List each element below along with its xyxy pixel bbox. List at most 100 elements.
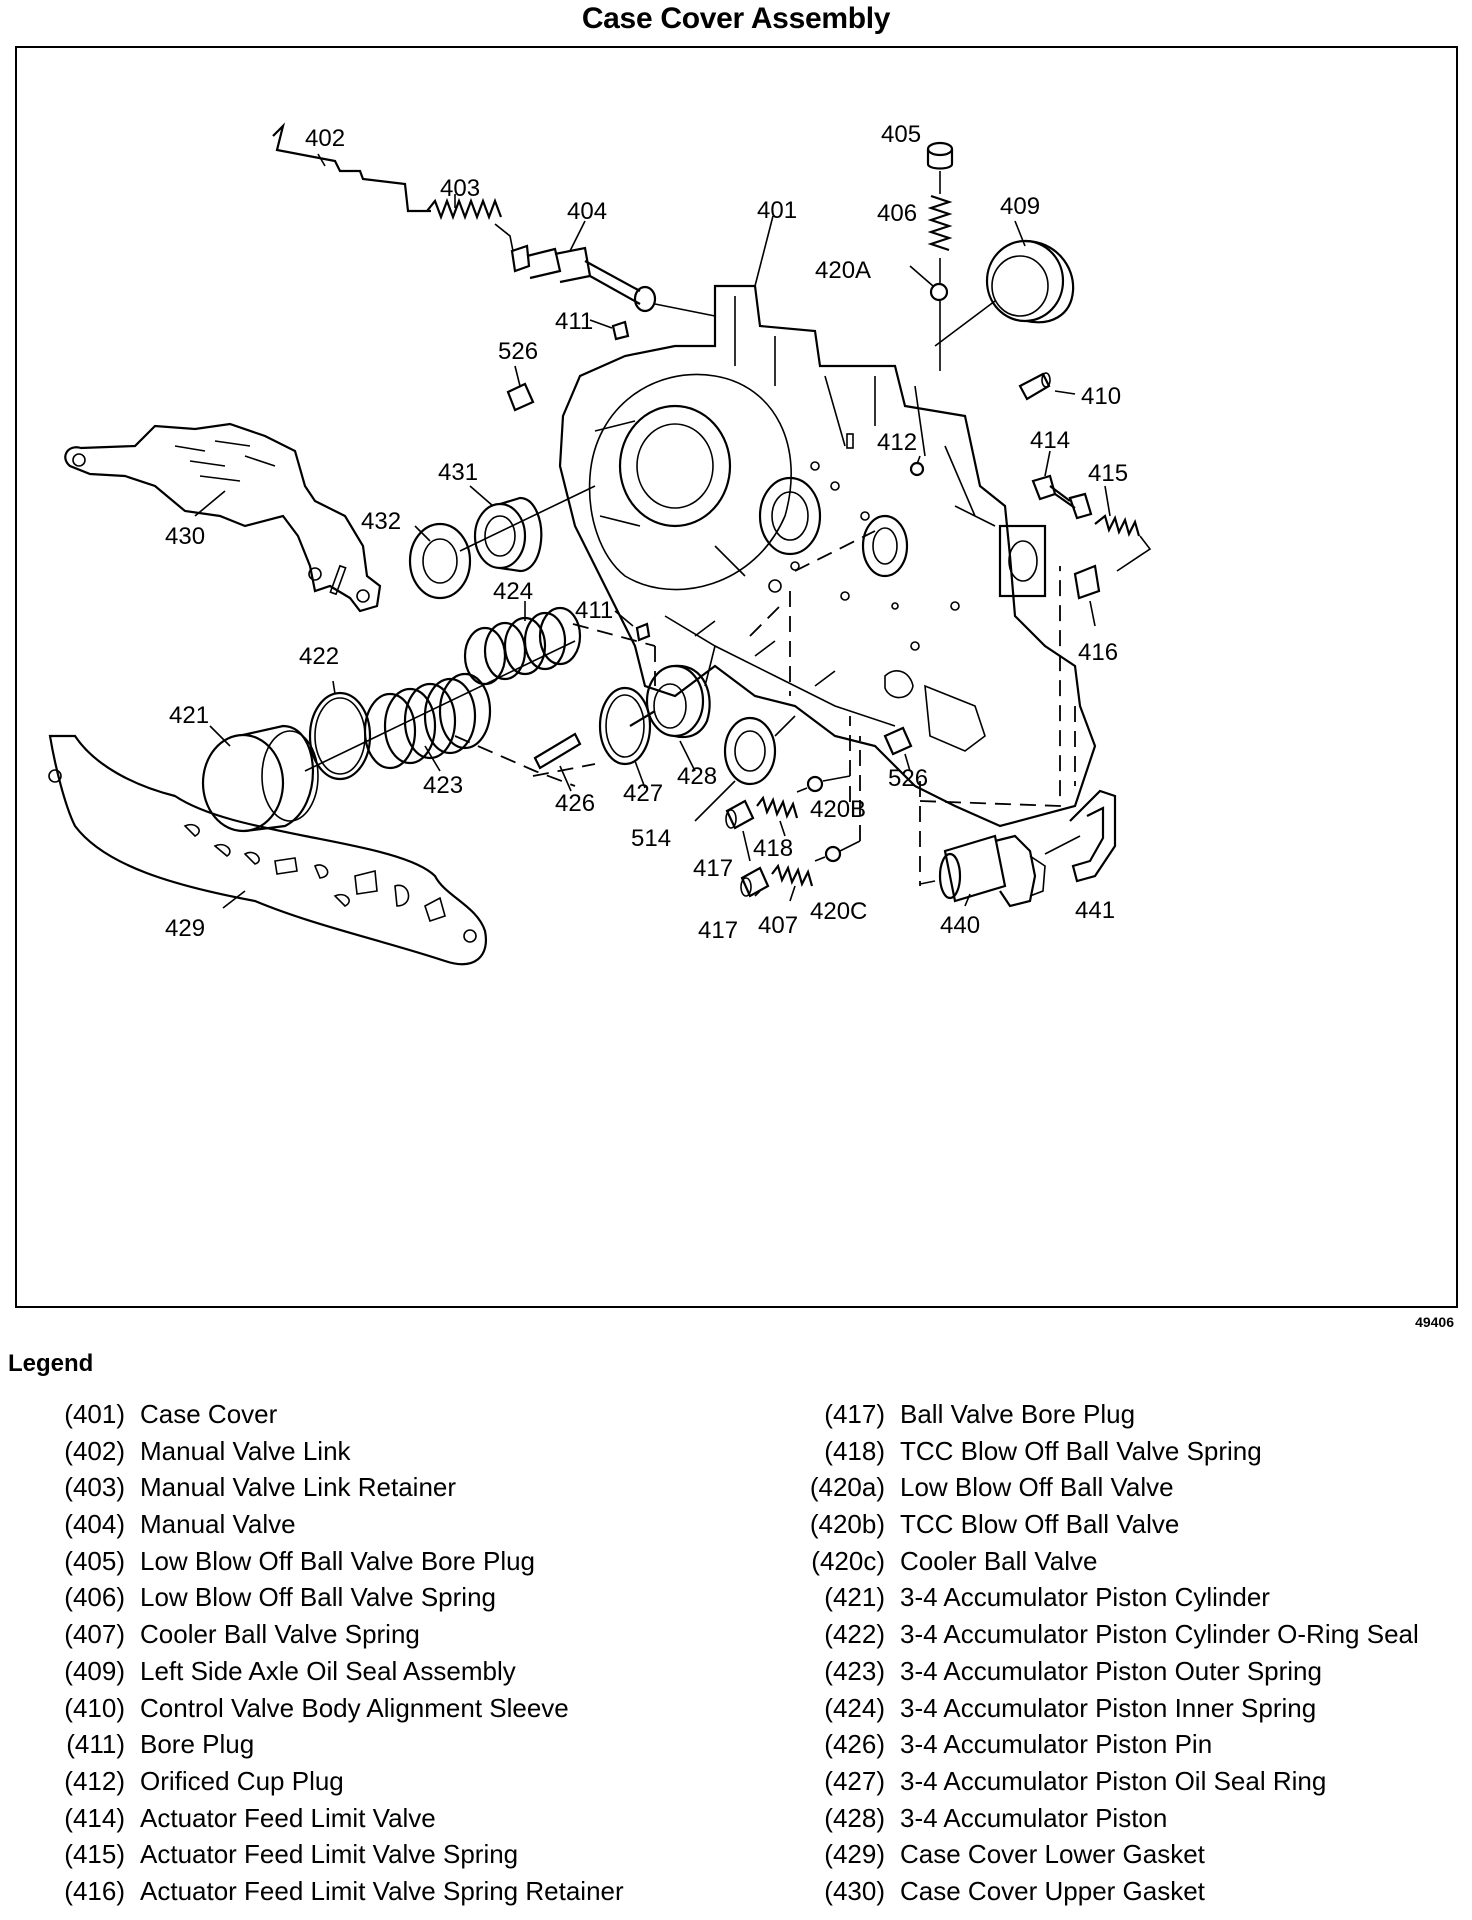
callout-417-upper: 417 [693, 855, 733, 882]
legend-num: (429) [824, 1839, 885, 1870]
legend-num: (406) [64, 1582, 125, 1613]
legend-label: TCC Blow Off Ball Valve [900, 1509, 1180, 1540]
legend-num: (420c) [811, 1545, 885, 1576]
case-cover-upper-gasket-430 [64, 422, 382, 613]
legend-item: (406)Low Blow Off Ball Valve Spring [30, 1579, 624, 1616]
manual-valve-404 [510, 244, 657, 313]
legend-item: (411)Bore Plug [30, 1726, 624, 1763]
legend-label: Orificed Cup Plug [140, 1765, 344, 1796]
legend-label: Cooler Ball Valve [900, 1545, 1098, 1576]
legend-label: Case Cover Lower Gasket [900, 1839, 1205, 1870]
solenoid-440 [938, 834, 1046, 908]
legend-item: (426)3-4 Accumulator Piston Pin [775, 1726, 1419, 1763]
pin-526a [506, 382, 535, 412]
legend-num: (404) [64, 1509, 125, 1540]
legend-num: (401) [64, 1399, 125, 1429]
legend-num: (422) [824, 1619, 885, 1650]
legend-num: (430) [824, 1875, 885, 1906]
callout-440: 440 [940, 912, 980, 939]
legend-item: (421) 3-4 Accumulator Piston Cylinder [775, 1579, 1419, 1616]
leader-lines [194, 153, 1096, 909]
legend-item: (414) Actuator Feed Limit Valve [30, 1800, 624, 1837]
callout-414: 414 [1030, 427, 1070, 454]
legend-num: (421) [824, 1582, 885, 1613]
legend-label: Manual Valve Link [140, 1435, 351, 1466]
legend-num: (410) [64, 1692, 125, 1723]
callout-410: 410 [1081, 383, 1121, 410]
callout-409: 409 [1000, 193, 1040, 220]
low-blow-off-bore-plug-405 [926, 141, 954, 170]
case-cover-lower-gasket-429 [48, 734, 488, 966]
legend-label: Low Blow Off Ball Valve [900, 1472, 1174, 1503]
ball-valve-bore-plug-417b [740, 866, 770, 898]
legend-item: (404) Manual Valve [30, 1506, 624, 1543]
legend-item: (420b) TCC Blow Off Ball Valve [775, 1506, 1419, 1543]
piston-oil-seal-ring-427 [598, 686, 652, 766]
callout-401: 401 [757, 197, 797, 224]
legend-item: (423) 3-4 Accumulator Piston Outer Spring [775, 1653, 1419, 1690]
legend-label: 3-4 Accumulator Piston Inner Spring [900, 1692, 1317, 1723]
cooler-ball-valve-420c [824, 845, 842, 863]
legend-num: (403) [64, 1472, 125, 1503]
callout-406: 406 [877, 200, 917, 227]
legend-item: (428)3-4 Accumulator Piston [775, 1800, 1419, 1837]
legend-label: 3-4 Accumulator Piston Cylinder [900, 1582, 1270, 1613]
legend-num: (414) [64, 1802, 125, 1833]
callout-416: 416 [1078, 639, 1118, 666]
diagram-title: Case Cover Assembly [581, 2, 891, 35]
legend-label: Cooler Ball Valve Spring [140, 1619, 420, 1650]
legend-label: Left Side Axle Oil Seal Assembly [140, 1655, 516, 1686]
legend-num: (418) [824, 1435, 885, 1466]
legend-label: 3-4 Accumulator Piston Outer Spring [900, 1655, 1322, 1686]
accumulator-piston-428 [629, 664, 711, 739]
legend-label: Low Blow Off Ball Valve Bore Plug [140, 1545, 536, 1576]
legend-label: Manual Valve [140, 1509, 296, 1540]
legend-label: Actuator Feed Limit Valve Spring [140, 1839, 519, 1870]
legend-num: (411) [66, 1729, 125, 1760]
legend-num: (427) [824, 1765, 885, 1796]
legend-right-column: (417)Ball Valve Bore Plug (418) TCC Blow … [775, 1396, 1419, 1910]
legend-num: (420a) [809, 1472, 885, 1503]
pin-526b [883, 726, 913, 756]
callout-418: 418 [753, 835, 793, 862]
bore-plug-411a [611, 320, 630, 341]
legend-label: 3-4 Accumulator Piston Oil Seal Ring [900, 1765, 1327, 1796]
callout-424: 424 [493, 578, 533, 605]
callout-labels: 402 403 404 401 405 406 409 420A 526 411… [165, 121, 1128, 944]
ball-valve-bore-plug-417a [725, 799, 755, 830]
spring-retainer-416 [1073, 564, 1101, 600]
legend-item: (422)3-4 Accumulator Piston Cylinder O-R… [775, 1616, 1418, 1653]
callout-423: 423 [423, 772, 463, 799]
part-514 [723, 716, 777, 786]
tcc-spring-418 [756, 795, 799, 820]
legend-num: (420b) [809, 1509, 885, 1540]
actuator-feed-spring-415 [1094, 514, 1141, 538]
legend-item: (409)Left Side Axle Oil Seal Assembly [30, 1653, 624, 1690]
legend-label: Actuator Feed Limit Valve [140, 1802, 436, 1833]
legend-item: (410) Control Valve Body Alignment Sleeve [30, 1690, 624, 1727]
legend-num: (417) [824, 1399, 885, 1429]
exploded-view-diagram: 402 403 404 401 405 406 409 420A 526 411… [48, 121, 1152, 966]
legend-num: (405) [64, 1545, 125, 1576]
callout-431: 431 [438, 459, 478, 486]
part-431 [473, 496, 543, 573]
legend-title: Legend [8, 1350, 94, 1377]
tcc-ball-valve-420b [806, 775, 824, 793]
legend-num: (402) [64, 1435, 125, 1466]
legend-item: (402) Manual Valve Link [30, 1433, 624, 1470]
legend-label: TCC Blow Off Ball Valve Spring [900, 1435, 1262, 1466]
legend-left-column: (401) Case Cover (402) Manual Valve Link (… [30, 1396, 624, 1910]
callout-428: 428 [677, 763, 717, 790]
callout-420a: 420A [815, 257, 871, 284]
legend-label: Case Cover [140, 1399, 278, 1429]
callout-526-lower: 526 [888, 765, 928, 792]
legend-label: Control Valve Body Alignment Sleeve [140, 1692, 569, 1723]
legend-item: (427) 3-4 Accumulator Piston Oil Seal Rin… [775, 1763, 1419, 1800]
legend-item: (417)Ball Valve Bore Plug [775, 1396, 1419, 1433]
left-axle-oil-seal-409 [985, 239, 1075, 324]
legend-item: (405) Low Blow Off Ball Valve Bore Plug [30, 1543, 624, 1580]
case-cover-401 [558, 284, 1097, 828]
callout-412: 412 [877, 429, 917, 456]
legend-num: (423) [824, 1655, 885, 1686]
legend-item: (429) Case Cover Lower Gasket [775, 1836, 1419, 1873]
